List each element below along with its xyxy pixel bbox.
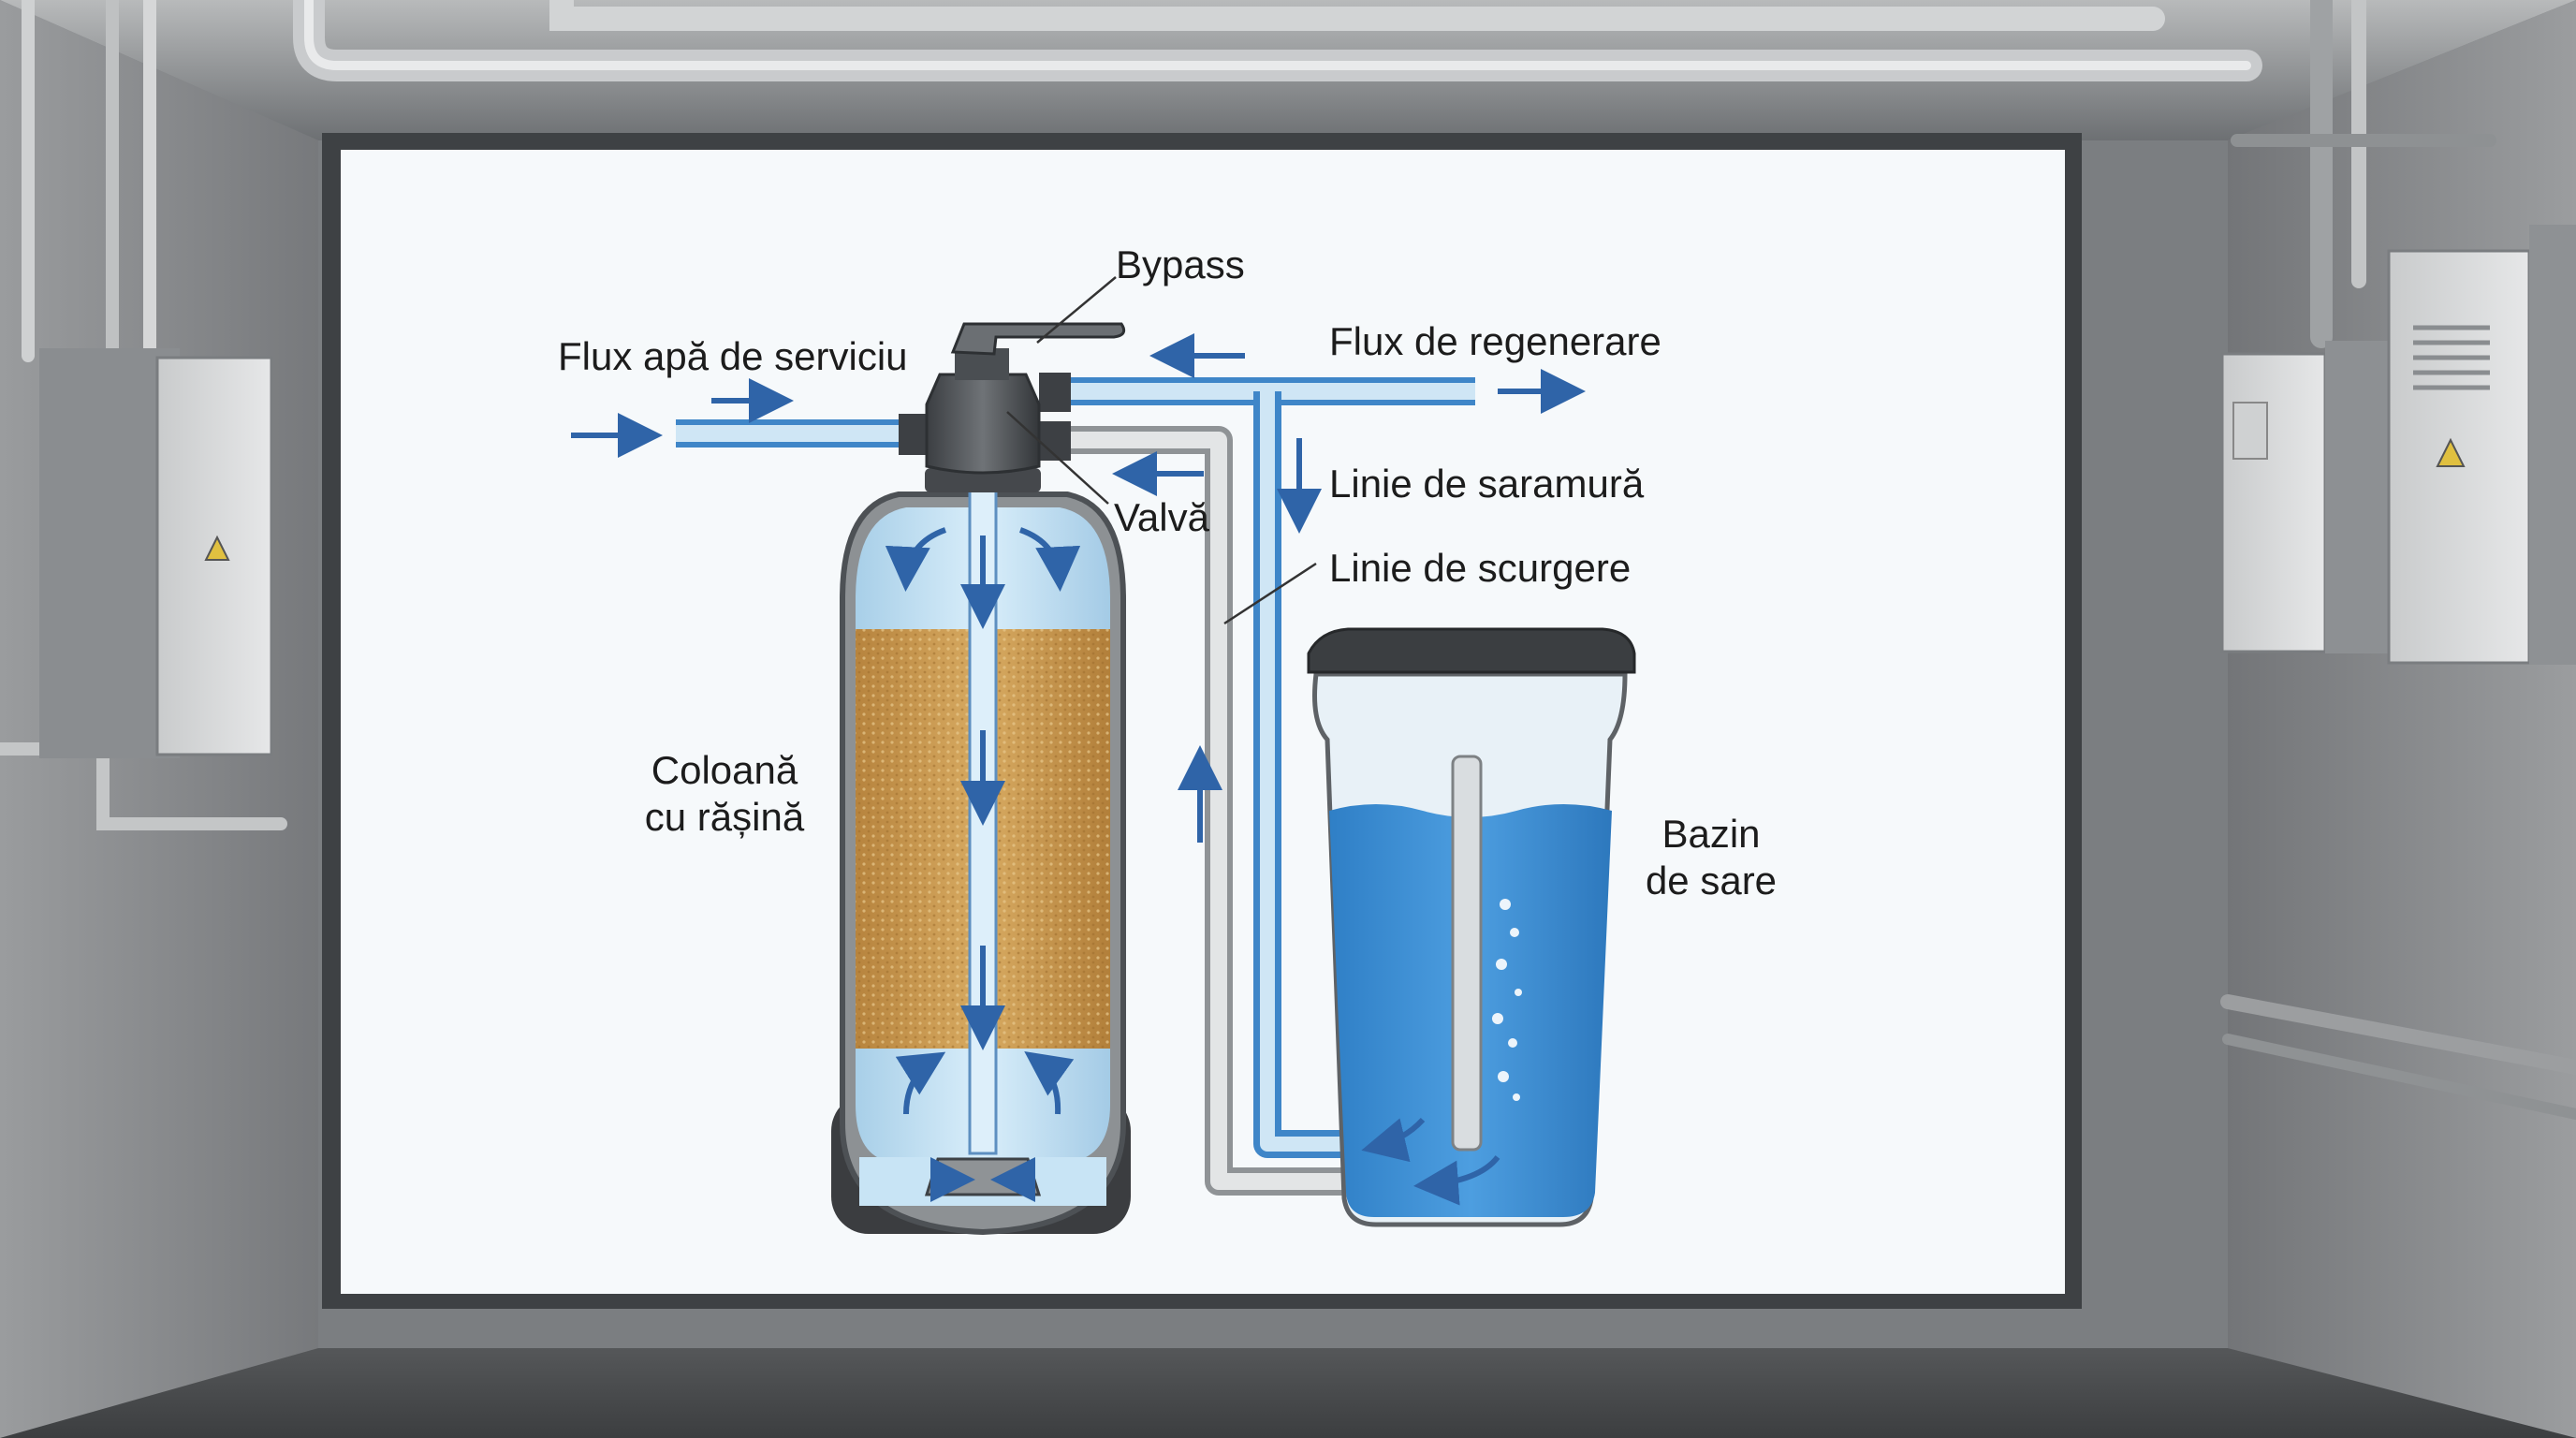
label-drain-line: Linie de scurgere [1329,546,1632,590]
label-bypass: Bypass [1116,242,1245,286]
label-brine-line: Linie de saramură [1329,462,1645,506]
label-resin-column-line1: Coloană [651,748,798,792]
label-service-flow: Flux apă de serviciu [558,334,908,378]
control-valve [899,322,1126,492]
label-salt-tank-line1: Bazin [1661,812,1761,856]
bubbles [1492,899,1522,1101]
label-salt-tank-line2: de sare [1645,858,1778,902]
label-salt-tank: Bazin de sare [1627,811,1795,904]
diagram-board [322,133,2082,1309]
salt-tank [1307,627,1636,1227]
label-regeneration-flow: Flux de regenerare [1329,319,1661,363]
leader-lines [1006,276,1317,625]
bypass-handle [950,322,1126,356]
label-resin-column: Coloană cu rășină [631,747,818,841]
label-valve: Valvă [1114,495,1209,539]
drain-pipe [1039,426,1363,1196]
flow-arrows [571,333,1586,843]
electrical-box-right-2 [2387,225,2576,665]
electrical-box-left [39,348,273,758]
ceiling-pipes [0,0,2576,1120]
label-resin-column-line2: cu rășină [644,795,805,839]
electrical-box-right-1 [2220,341,2398,653]
resin-column [831,477,1131,1236]
